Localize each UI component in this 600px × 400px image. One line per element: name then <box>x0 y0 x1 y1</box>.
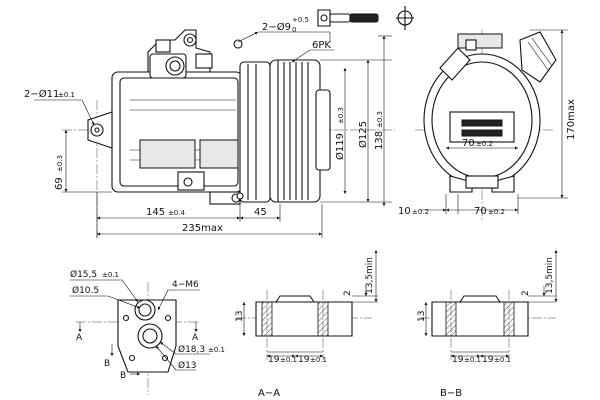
section-aa: 13 2 13,5min 19 ±0.1 19 ±0.1 A−A <box>235 250 378 399</box>
side-port-plate <box>449 111 515 143</box>
top-fitting-block <box>147 29 213 79</box>
side-dim-10-tol: ±0.2 <box>412 208 429 216</box>
section-bb-dim-19-a: 19 <box>452 355 464 365</box>
section-bb-dim-2: 2 <box>521 290 531 296</box>
vertical-dims: Ø119 ±0.3 Ø125 138 ±0.3 <box>320 35 392 206</box>
section-aa-title: A−A <box>258 388 280 399</box>
dim-138-tol: ±0.3 <box>376 111 384 128</box>
dim-145-tol: ±0.4 <box>168 209 186 217</box>
section-bb-dim-19-b: 19 <box>482 355 494 365</box>
section-marker-a-right: A <box>192 333 199 343</box>
belt-label-text: 6PK <box>312 40 331 51</box>
side-fittings <box>439 31 557 83</box>
dim-45: 45 <box>254 207 267 218</box>
suction-port-circle <box>165 56 185 76</box>
connector-label: 2−Ø9 +0.5 0 <box>233 16 331 49</box>
section-aa-dim-19-a-tol: ±0.1 <box>280 356 297 364</box>
section-bb-title: B−B <box>440 388 462 399</box>
horizontal-dims: 145 ±0.4 45 235max <box>96 192 323 238</box>
port-dia-10-5: Ø10.5 <box>72 285 99 296</box>
dim-pulley-dia: Ø119 <box>334 133 346 160</box>
port-dia-18-3: Ø18,3 <box>178 344 205 355</box>
section-aa-dim-19-b: 19 <box>298 355 310 365</box>
section-bb-dim-19-a-tol: ±0.1 <box>464 356 481 364</box>
side-dim-70-bottom-tol: ±0.2 <box>488 208 505 216</box>
dim-235: 235max <box>182 223 223 234</box>
connector-tol-top: +0.5 <box>292 16 309 24</box>
section-aa-dim-19-a: 19 <box>268 355 280 365</box>
port-dia-18-3-tol: ±0.1 <box>208 346 225 354</box>
section-marker-a-left: A <box>76 333 83 343</box>
pulley <box>269 59 331 203</box>
section-marker-b-left: B <box>104 359 110 369</box>
dim-145: 145 <box>146 207 165 218</box>
port-dia-13: Ø13 <box>178 360 197 371</box>
connector-tol-bottom: 0 <box>292 26 296 34</box>
section-aa-dim-13: 13 <box>235 311 245 322</box>
side-view: 70 ±0.2 170max 10 ±0.2 70 ±0.2 <box>398 29 577 220</box>
dim-69: 69 <box>54 177 65 190</box>
port-thread: 4−M6 <box>172 280 199 290</box>
side-dim-70-top: 70 <box>462 138 475 149</box>
section-aa-dim-19-b-tol: ±0.1 <box>310 356 327 364</box>
belt-label: 6PK <box>291 40 334 63</box>
mount-hole-circle <box>90 123 104 137</box>
port-upper-circle <box>134 299 156 321</box>
side-dim-170: 170max <box>566 99 577 140</box>
dim-125: Ø125 <box>357 121 369 148</box>
dim-69-tol: ±0.3 <box>56 155 64 172</box>
mount-hole-label: 2−Ø11 ±0.1 <box>24 88 95 126</box>
dim-69-group: 69 ±0.3 <box>54 130 112 193</box>
side-feet <box>449 175 515 193</box>
clutch-hub <box>315 89 331 171</box>
port-dia-15-5: Ø15,5 <box>70 269 97 280</box>
connector-dim-text: 2−Ø9 <box>262 21 291 33</box>
side-dim-70-top-tol: ±0.2 <box>476 140 493 148</box>
dim-138: 138 <box>374 131 385 150</box>
side-dim-70-bottom: 70 <box>474 206 487 217</box>
section-marker-b-bottom: B <box>120 371 126 381</box>
port-detail: A A B B Ø15,5 ±0.1 Ø10.5 4−M6 Ø18,3 ±0.1… <box>70 269 225 395</box>
section-bb-dim-19-b-tol: ±0.1 <box>494 356 511 364</box>
section-bb-dim-13-5: 13,5min <box>545 257 555 294</box>
side-dim-10: 10 <box>398 206 411 217</box>
mount-hole-dim-text: 2−Ø11 <box>24 88 59 100</box>
port-lower-circle <box>137 323 163 349</box>
dim-pulley-dia-tol: ±0.3 <box>337 107 345 124</box>
mount-hole-tol: ±0.1 <box>58 91 75 99</box>
compressor-body <box>111 61 271 205</box>
section-aa-dim-13-5: 13,5min <box>365 257 375 294</box>
front-view: 2−Ø9 +0.5 0 6PK 2−Ø11 ±0.1 Ø119 ± <box>24 6 414 240</box>
mount-ear <box>87 111 113 149</box>
electrical-connector-icons <box>317 6 414 30</box>
section-bb-dim-13: 13 <box>417 311 427 322</box>
section-aa-dim-2: 2 <box>343 290 353 296</box>
port-dia-15-5-tol: ±0.1 <box>102 271 119 279</box>
section-bb: 13 2 13,5min 19 ±0.1 19 ±0.1 B−B <box>417 250 558 399</box>
